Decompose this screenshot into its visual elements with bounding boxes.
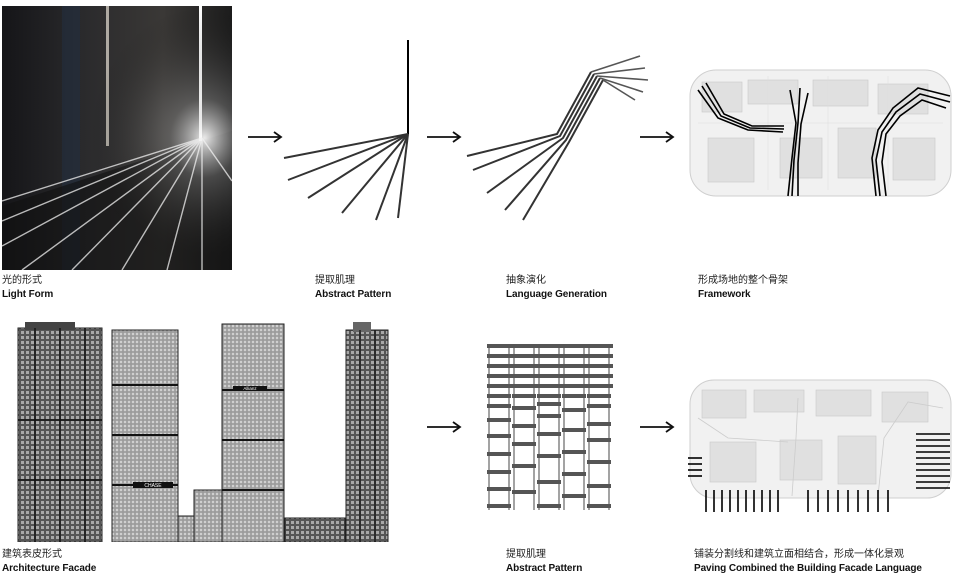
arrow-right-icon xyxy=(248,131,283,143)
facade-sign: CHASE xyxy=(144,483,162,489)
caption-zh: 提取肌理 xyxy=(506,549,546,560)
caption-en: Light Form xyxy=(2,289,54,300)
caption-en: Architecture Facade xyxy=(2,563,97,574)
caption-zh: 光的形式 xyxy=(2,275,42,286)
caption-language-generation: 抽象演化 Language Generation xyxy=(506,274,607,302)
facade-sign: Allianz xyxy=(243,386,257,391)
abstract-pattern-rays xyxy=(280,38,420,223)
caption-framework: 形成场地的整个骨架 Framework xyxy=(698,274,788,302)
caption-zh: 提取肌理 xyxy=(315,275,355,286)
caption-en: Abstract Pattern xyxy=(506,563,583,574)
architecture-facade-elevation: CHASE Allianz xyxy=(15,320,395,542)
arrow-right-icon xyxy=(640,131,675,143)
light-form-photo xyxy=(2,6,232,270)
caption-zh: 形成场地的整个骨架 xyxy=(698,275,788,286)
arrow-right-icon xyxy=(640,421,675,433)
arrow-right-icon xyxy=(427,421,462,433)
abstract-pattern-columns xyxy=(485,342,620,512)
caption-light-form: 光的形式 Light Form xyxy=(2,274,53,302)
caption-en: Framework xyxy=(698,289,751,300)
language-generation-lines xyxy=(465,48,655,228)
caption-abstract-pattern: 提取肌理 Abstract Pattern xyxy=(315,274,391,302)
paving-site-plan xyxy=(688,378,953,518)
caption-en: Language Generation xyxy=(506,289,607,300)
caption-paving: 铺装分割线和建筑立面相结合，形成一体化景观 Paving Combined th… xyxy=(694,548,922,576)
caption-zh: 抽象演化 xyxy=(506,275,546,286)
caption-en: Abstract Pattern xyxy=(315,289,392,300)
caption-zh: 铺装分割线和建筑立面相结合，形成一体化景观 xyxy=(694,549,904,560)
caption-en: Paving Combined the Building Facade Lang… xyxy=(694,563,922,574)
caption-abstract-pattern-2: 提取肌理 Abstract Pattern xyxy=(506,548,582,576)
arrow-right-icon xyxy=(427,131,462,143)
framework-site-plan xyxy=(688,68,953,198)
caption-architecture-facade: 建筑表皮形式 Architecture Facade xyxy=(2,548,96,576)
caption-zh: 建筑表皮形式 xyxy=(2,549,62,560)
